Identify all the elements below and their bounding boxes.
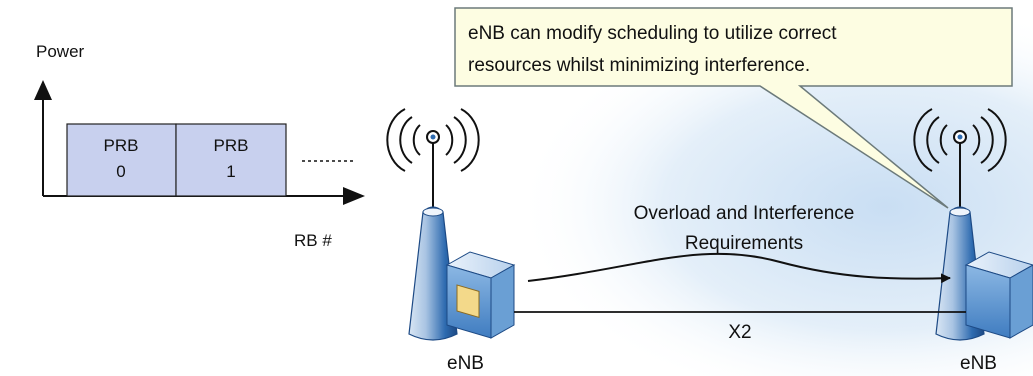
antenna-signal-icon (386, 108, 480, 172)
antenna-signal-icon (913, 108, 1007, 172)
callout-line-2: resources whilst minimizing interference… (468, 55, 810, 76)
rb-chart: Power RB # PRB 0 PRB 1 (34, 42, 365, 250)
message-flow: Overload and Interference Requirements (527, 203, 951, 284)
enb-right-label: eNB (960, 353, 997, 374)
prb-1-label-top: PRB (214, 136, 249, 155)
callout: eNB can modify scheduling to utilize cor… (454, 7, 1013, 209)
callout-line-1: eNB can modify scheduling to utilize cor… (468, 23, 837, 44)
callout-box (454, 7, 1013, 209)
server-icon (445, 251, 516, 339)
prb-block-0 (66, 123, 177, 197)
message-arrow (527, 252, 951, 284)
message-label-line-1: Overload and Interference (634, 203, 855, 224)
x2-interface: X2 (514, 311, 966, 343)
prb-1-label-bottom: 1 (226, 162, 235, 181)
prb-0-label-top: PRB (104, 136, 139, 155)
power-axis-label: Power (36, 42, 85, 61)
prb-block-1 (175, 123, 287, 197)
server-icon (964, 251, 1033, 339)
tower-icon (408, 206, 458, 341)
y-axis-arrowhead (34, 80, 52, 100)
prb-0-label-bottom: 0 (116, 162, 125, 181)
message-label-line-2: Requirements (685, 233, 803, 254)
enb-right: eNB (913, 108, 1033, 374)
rb-axis-label: RB # (294, 231, 332, 250)
enb-left: eNB (386, 108, 516, 374)
x-axis-arrowhead (343, 187, 365, 205)
enb-left-label: eNB (447, 353, 484, 374)
x2-link-label: X2 (728, 322, 751, 343)
